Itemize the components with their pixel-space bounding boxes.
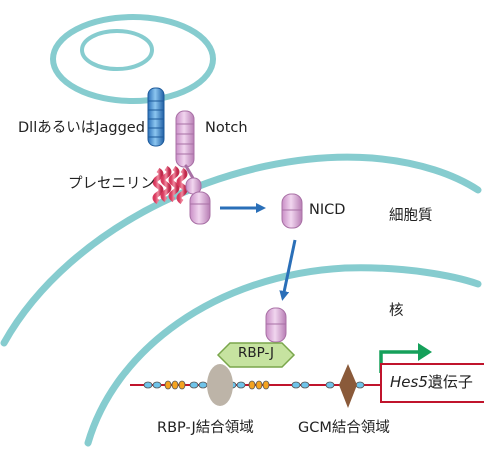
sending-cell-nucleus [80,29,154,71]
translocation-arrow [279,239,297,301]
ligand-label: DllあるいはJagged [18,120,145,136]
sending-cell-membrane [50,14,216,104]
rbpj-binding-oval [207,364,233,406]
nuclear-envelope [84,264,482,447]
nicd-label: NICD [309,202,346,218]
nicd-protein [281,193,303,229]
presenilin-protein [152,165,188,205]
nuclear-nicd-protein [265,307,287,343]
cytoplasm-label: 細胞質 [389,208,433,224]
rbpj-label: RBP-J [237,345,275,361]
rbpj-site-label: RBP-J結合領域 [157,420,254,436]
hes5-gene-box [380,363,484,403]
dna-elements [143,380,365,390]
hes5-gene-label: Hes5遺伝子 [390,375,473,390]
rbpj-hexagon [216,342,296,368]
notch-label: Notch [205,120,248,136]
notch-extracellular [175,110,196,182]
notch-intracellular [185,177,211,225]
presenilin-label: プレセニリン [68,176,155,192]
nucleus-label: 核 [389,303,404,319]
gene-suffix: 遺伝子 [427,373,473,391]
ligand-protein [147,87,165,147]
gcm-site-label: GCM結合領域 [298,420,390,436]
gene-name: Hes5 [390,373,428,391]
plasma-membrane [0,153,482,347]
gcm-diamond [339,364,357,408]
